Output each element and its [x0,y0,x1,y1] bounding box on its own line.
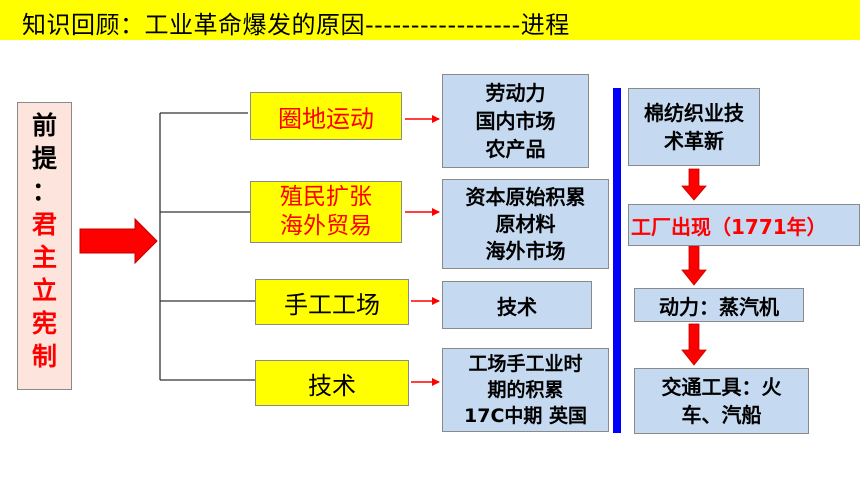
cause-label: 技术 [308,371,356,400]
premise-char: 宪 [31,309,57,338]
result-box-2: 资本原始积累 原材料 海外市场 [442,179,609,269]
premise-char: ： [31,177,57,206]
cause-box-colonial: 殖民扩张 海外贸易 [250,181,402,243]
result-line: 工场手工业时 [468,353,583,375]
process-line: 动力：蒸汽机 [659,294,779,319]
result-line: 资本原始积累 [465,184,586,209]
process-box-transport: 交通工具：火 车、汽船 [634,368,809,434]
divider-bar [613,88,621,433]
cause-label: 殖民扩张 [280,184,372,210]
down-arrow-icon-3 [681,323,707,366]
cause-box-technology: 技术 [255,360,409,406]
premise-char: 君 [31,210,57,239]
result-line: 原材料 [495,211,556,236]
result-line: 海外市场 [485,238,566,263]
result-box-3: 技术 [442,281,592,329]
title-prefix: 知识回顾：工业革命爆发的原因 [22,11,365,39]
process-line: 术革新 [664,129,724,153]
process-box-steam: 动力：蒸汽机 [634,288,804,322]
down-arrow-icon-2 [681,245,707,286]
result-box-4: 工场手工业时 期的积累 17C中期 英国 [442,348,609,432]
title-suffix: 进程 [520,11,570,39]
process-line: 交通工具：火 [661,375,782,399]
result-line: 国内市场 [475,109,556,133]
title-bar: 知识回顾：工业革命爆发的原因-----------------进程 [0,0,860,40]
process-box-factory: 工厂出现（1771年） [628,204,860,246]
process-line: 工厂出现（1771年） [631,214,827,239]
premise-char: 立 [31,276,57,305]
result-line: 期的积累 [487,379,564,401]
cause-label: 海外贸易 [280,213,372,239]
premise-char: 提 [31,144,57,173]
cause-box-workshop: 手工工场 [255,279,409,325]
process-line: 车、汽船 [681,403,762,427]
premise-char: 前 [31,111,57,140]
premise-box: 前 提 ： 君 主 立 宪 制 [17,102,72,390]
premise-char: 主 [31,243,57,272]
result-line: 技术 [497,294,537,319]
process-box-textile: 棉纺织业技 术革新 [628,88,760,166]
premise-char: 制 [31,342,57,371]
result-line: 17C中期 英国 [464,405,587,427]
process-line: 棉纺织业技 [644,101,744,125]
cause-box-enclosure: 圈地运动 [250,92,402,140]
page-title: 知识回顾：工业革命爆发的原因-----------------进程 [22,5,570,40]
title-dashes: ----------------- [365,11,521,39]
cause-label: 手工工场 [284,290,380,319]
cause-label: 圈地运动 [278,104,374,133]
result-box-1: 劳动力 国内市场 农产品 [442,74,589,168]
down-arrow-icon-1 [681,168,707,201]
result-line: 农产品 [485,137,546,161]
result-line: 劳动力 [485,81,546,105]
premise-arrow-icon [79,217,158,265]
